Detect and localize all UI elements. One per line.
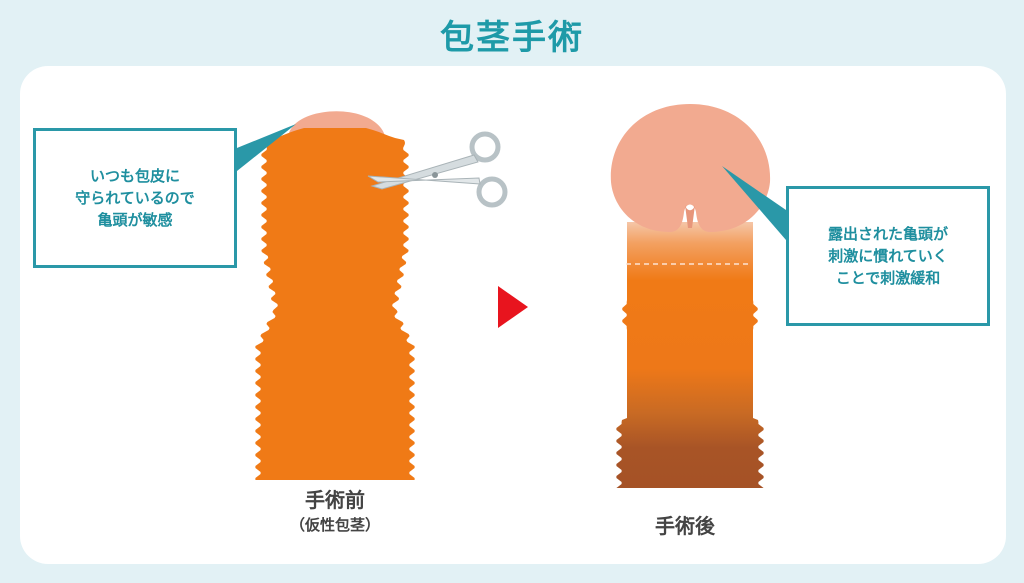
callout-after-line: 刺激に慣れていく (828, 247, 948, 265)
after-label: 手術後 (655, 514, 715, 538)
after-glans (610, 104, 771, 232)
callout-after: 露出された亀頭が 刺激に慣れていく ことで刺激緩和 (786, 186, 990, 326)
callout-after-line: 露出された亀頭が (827, 225, 948, 243)
callout-before-line: いつも包皮に (89, 167, 180, 185)
before-sublabel: （仮性包茎） (289, 516, 380, 534)
before-label: 手術前 (305, 488, 365, 512)
before-callout-pointer (232, 124, 296, 175)
scissors-icon (367, 131, 508, 208)
page-title: 包茎手術 (440, 18, 584, 58)
callout-before: いつも包皮に 守られているので 亀頭が敏感 (33, 128, 237, 268)
after-glans-slit (685, 205, 695, 228)
before-foreskin-shape (255, 128, 415, 480)
before-figure (232, 111, 508, 480)
after-figure (610, 104, 786, 488)
after-shaft (616, 222, 764, 488)
callout-after-line: ことで刺激緩和 (835, 269, 941, 287)
arrow-right-icon (498, 286, 528, 328)
after-callout-pointer (722, 166, 786, 240)
after-shaft-shape (616, 222, 764, 488)
callout-before-line: 守られているので (75, 189, 195, 207)
before-foreskin (255, 128, 415, 480)
callout-before-line: 亀頭が敏感 (97, 211, 173, 229)
